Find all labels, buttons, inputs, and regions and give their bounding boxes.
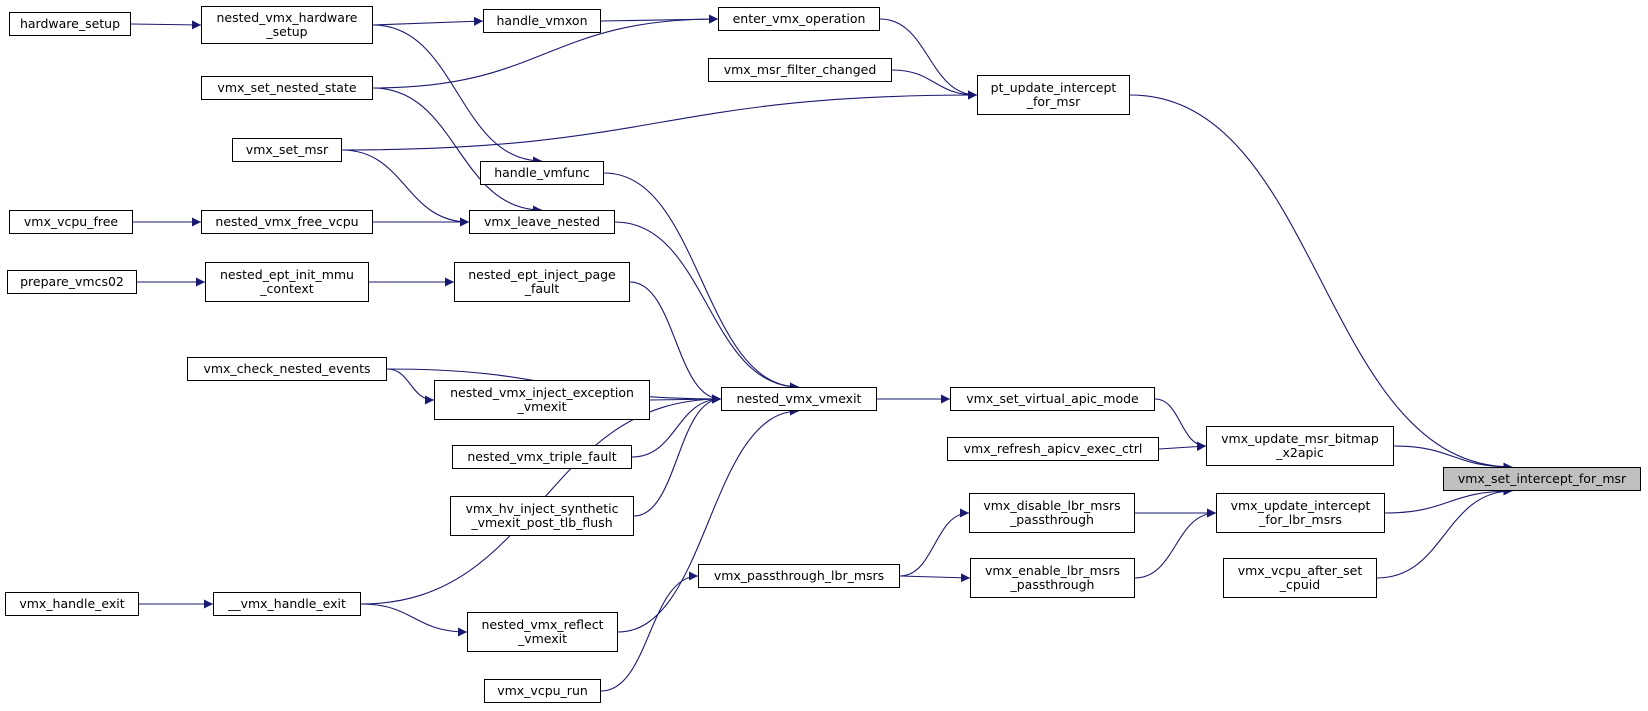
node-prepare-vmcs02[interactable]: prepare_vmcs02	[7, 270, 137, 294]
edge-vmx_passthrough_lbr_msrs-to-vmx_disable_lbr_msrs_passthrough	[899, 508, 970, 577]
node-vmx-handle-exit[interactable]: vmx_handle_exit	[5, 592, 139, 616]
node-hardware-setup[interactable]: hardware_setup	[9, 12, 131, 36]
node-vmx-passthrough-lbr-msrs[interactable]: vmx_passthrough_lbr_msrs	[698, 564, 900, 588]
edge-__vmx_handle_exit-to-nested_vmx_reflect_vmexit	[360, 603, 468, 637]
edge-nested_vmx_hardware_setup-to-handle_vmxon	[372, 16, 484, 26]
edge-nested_vmx_reflect_vmexit-to-nested_vmx_vmexit	[617, 406, 800, 633]
edge-vmx_vcpu_run-to-vmx_passthrough_lbr_msrs	[600, 571, 699, 692]
node-nested-ept-init-mmu-context[interactable]: nested_ept_init_mmu _context	[205, 262, 369, 302]
edge-vmx_passthrough_lbr_msrs-to-vmx_enable_lbr_msrs_passthrough	[899, 573, 971, 583]
edge-vmx_set_msr-to-pt_update_intercept_for_msr	[341, 90, 978, 151]
node-nested-vmx-hardware-setup[interactable]: nested_vmx_hardware _setup	[201, 6, 373, 44]
node-vmx-leave-nested[interactable]: vmx_leave_nested	[469, 210, 615, 234]
node-vmx-set-intercept-for-msr: vmx_set_intercept_for_msr	[1443, 467, 1641, 491]
edge-hardware_setup-to-nested_vmx_hardware_setup	[130, 20, 202, 30]
edge-handle_vmfunc-to-nested_vmx_vmexit	[603, 172, 800, 392]
edge-vmx_set_msr-to-vmx_leave_nested	[341, 149, 470, 227]
node-vmx-hv-inject-synthetic-vmexit-post-tlb-flush[interactable]: vmx_hv_inject_synthetic _vmexit_post_tlb…	[450, 496, 634, 536]
edge-vmx_hv_inject_synthetic_vmexit_post_tlb_flush-to-nested_vmx_vmexit	[633, 394, 722, 517]
edge-vmx_refresh_apicv_exec_ctrl-to-vmx_update_msr_bitmap_x2apic	[1158, 442, 1207, 452]
edge-vmx_vcpu_after_set_cpuid-to-vmx_set_intercept_for_msr	[1376, 486, 1513, 579]
node-vmx-vcpu-after-set-cpuid[interactable]: vmx_vcpu_after_set _cpuid	[1223, 558, 1377, 598]
edge-nested_ept_inject_page_fault-to-nested_vmx_vmexit	[629, 281, 722, 404]
node-pt-update-intercept-for-msr[interactable]: pt_update_intercept _for_msr	[977, 75, 1130, 115]
node-vmx-msr-filter-changed[interactable]: vmx_msr_filter_changed	[708, 58, 892, 82]
edge-vmx_check_nested_events-to-nested_vmx_inject_exception_vmexit	[386, 368, 435, 405]
edge-vmx_set_nested_state-to-enter_vmx_operation	[372, 14, 719, 89]
node-vmx-update-msr-bitmap-x2apic[interactable]: vmx_update_msr_bitmap _x2apic	[1206, 426, 1394, 466]
edge-pt_update_intercept_for_msr-to-vmx_set_intercept_for_msr	[1129, 94, 1513, 472]
edge-vmx_set_virtual_apic_mode-to-vmx_update_msr_bitmap_x2apic	[1154, 398, 1207, 451]
edge-vmx_set_nested_state-to-vmx_leave_nested	[372, 87, 543, 215]
node-nested-vmx-vmexit[interactable]: nested_vmx_vmexit	[721, 387, 877, 411]
edge-vmx_update_msr_bitmap_x2apic-to-vmx_set_intercept_for_msr	[1393, 445, 1513, 472]
edge-vmx_update_intercept_for_lbr_msrs-to-vmx_set_intercept_for_msr	[1384, 486, 1513, 514]
node-nested-vmx-reflect-vmexit[interactable]: nested_vmx_reflect _vmexit	[467, 612, 618, 652]
node-nested-vmx-free-vcpu[interactable]: nested_vmx_free_vcpu	[201, 210, 373, 234]
node-vmx-refresh-apicv-exec-ctrl[interactable]: vmx_refresh_apicv_exec_ctrl	[947, 437, 1159, 461]
node-nested-vmx-triple-fault[interactable]: nested_vmx_triple_fault	[452, 445, 632, 469]
node-vmx-vcpu-run[interactable]: vmx_vcpu_run	[484, 679, 601, 703]
node-vmx-update-intercept-for-lbr-msrs[interactable]: vmx_update_intercept _for_lbr_msrs	[1216, 493, 1385, 533]
node-vmx-handle-exit-internal[interactable]: __vmx_handle_exit	[213, 592, 361, 616]
node-nested-vmx-inject-exception-vmexit[interactable]: nested_vmx_inject_exception _vmexit	[434, 380, 650, 420]
node-vmx-disable-lbr-msrs-passthrough[interactable]: vmx_disable_lbr_msrs _passthrough	[969, 493, 1135, 533]
node-vmx-enable-lbr-msrs-passthrough[interactable]: vmx_enable_lbr_msrs _passthrough	[970, 558, 1135, 598]
edge-vmx_enable_lbr_msrs_passthrough-to-vmx_update_intercept_for_lbr_msrs	[1134, 508, 1217, 579]
node-vmx-vcpu-free[interactable]: vmx_vcpu_free	[9, 210, 133, 234]
node-vmx-set-nested-state[interactable]: vmx_set_nested_state	[201, 76, 373, 100]
node-enter-vmx-operation[interactable]: enter_vmx_operation	[718, 7, 880, 31]
edge-enter_vmx_operation-to-pt_update_intercept_for_msr	[879, 18, 978, 100]
node-handle-vmxon[interactable]: handle_vmxon	[483, 9, 601, 33]
node-vmx-set-msr[interactable]: vmx_set_msr	[232, 138, 342, 162]
edge-nested_vmx_hardware_setup-to-handle_vmfunc	[372, 24, 543, 166]
edge-vmx_msr_filter_changed-to-pt_update_intercept_for_msr	[891, 69, 978, 100]
node-vmx-set-virtual-apic-mode[interactable]: vmx_set_virtual_apic_mode	[950, 387, 1155, 411]
node-nested-ept-inject-page-fault[interactable]: nested_ept_inject_page _fault	[454, 262, 630, 302]
node-handle-vmfunc[interactable]: handle_vmfunc	[480, 161, 604, 185]
edge-vmx_leave_nested-to-nested_vmx_vmexit	[614, 221, 800, 392]
edge-nested_vmx_triple_fault-to-nested_vmx_vmexit	[631, 394, 722, 458]
node-vmx-check-nested-events[interactable]: vmx_check_nested_events	[187, 357, 387, 381]
